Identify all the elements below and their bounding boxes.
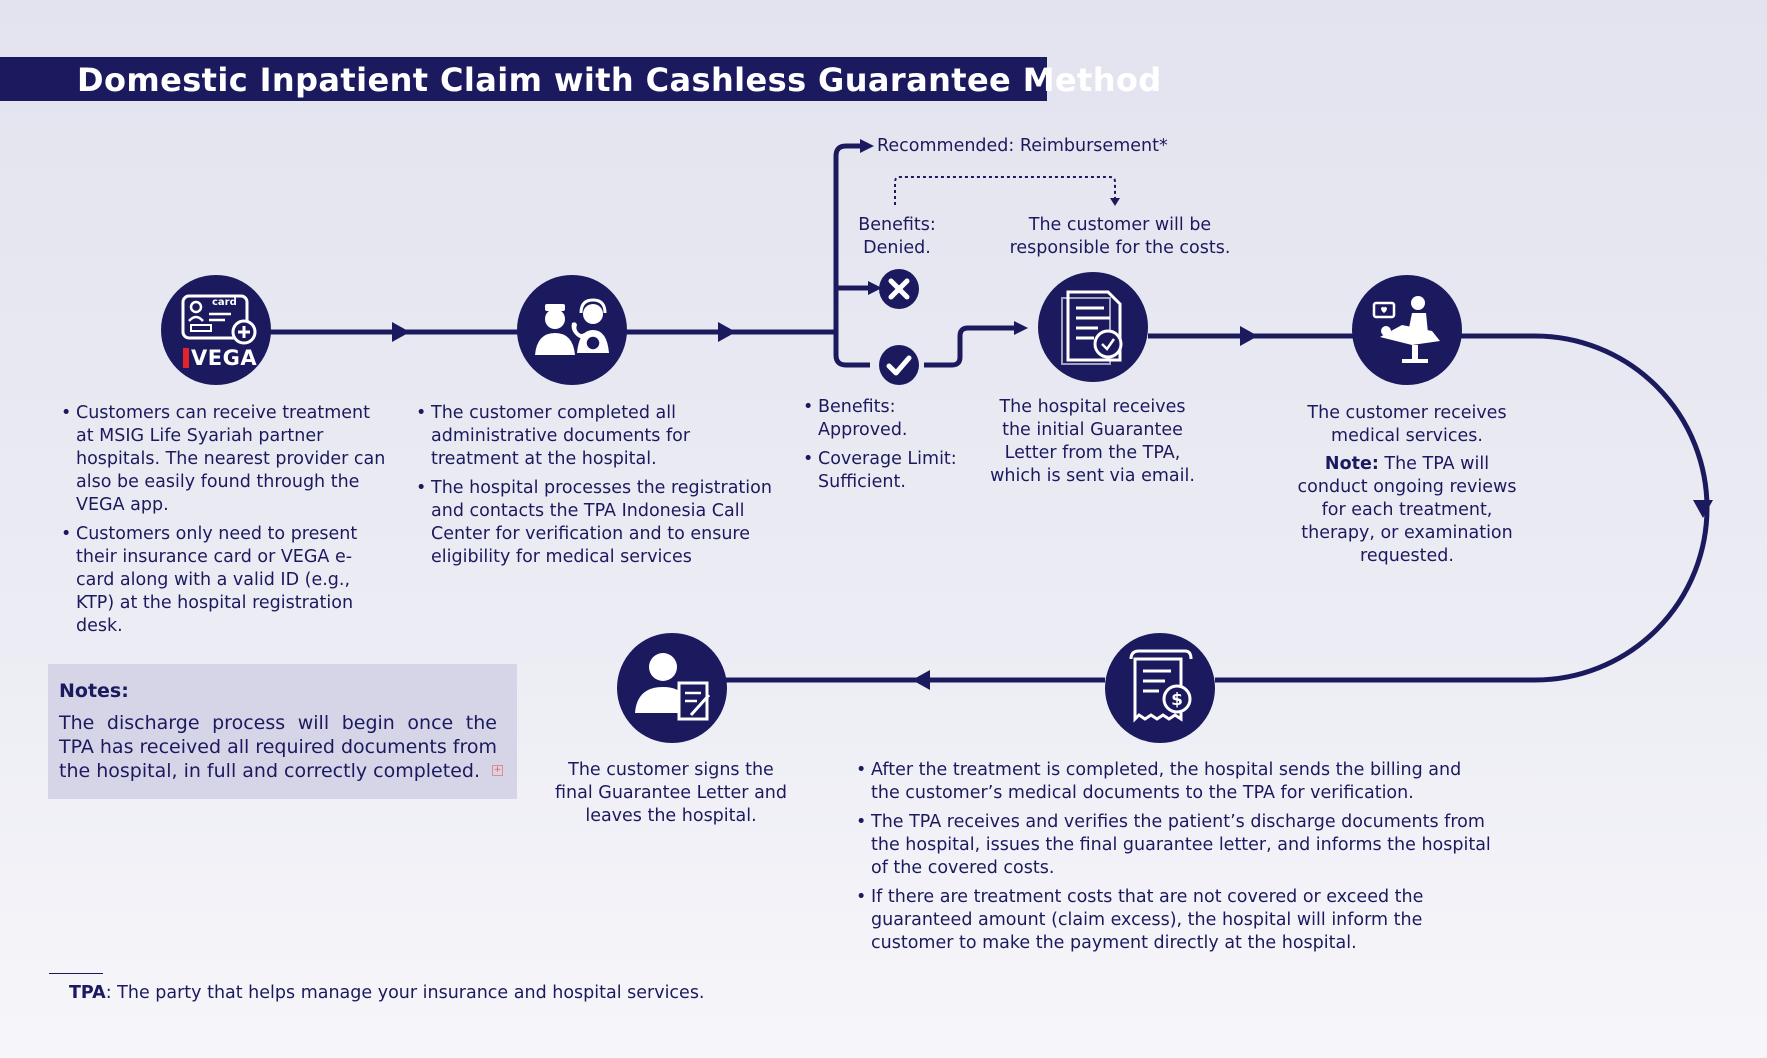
svg-text:$: $ xyxy=(1171,690,1183,710)
step3-circle xyxy=(1038,272,1148,382)
arrowhead-5 xyxy=(912,670,930,690)
page-title: Domestic Inpatient Claim with Cashless G… xyxy=(77,61,1162,99)
arrowhead-3 xyxy=(1240,326,1258,346)
vega-logo: VEGA xyxy=(183,348,257,369)
footer-note: TPA: The party that helps manage your in… xyxy=(69,983,705,1003)
branch-trunk xyxy=(833,143,862,353)
expand-icon[interactable]: + xyxy=(492,765,503,776)
arrowhead-approved xyxy=(1014,321,1028,335)
arrowhead-recommended xyxy=(860,139,874,153)
arrowhead-denied xyxy=(868,281,882,295)
footer-term: TPA xyxy=(69,983,106,1003)
step1-bullet: Customers can receive treatment at MSIG … xyxy=(61,402,390,517)
arrowhead-1 xyxy=(392,322,410,342)
step6-circle xyxy=(617,633,727,743)
step4-text: The customer receives medical services. … xyxy=(1292,402,1522,568)
billing-receipt-icon: $ xyxy=(1129,649,1193,723)
card-label: card xyxy=(212,297,237,308)
footer-divider xyxy=(49,973,103,974)
notes-title: Notes: xyxy=(59,680,129,702)
step5-bullet: The TPA receives and verifies the patien… xyxy=(856,811,1495,880)
customer-signing-document-icon xyxy=(635,653,711,721)
guarantee-letter-document-icon xyxy=(1061,290,1123,365)
x-circle-icon xyxy=(879,269,919,309)
step4-note-text: The TPA will conduct ongoing reviews for… xyxy=(1297,454,1517,566)
branch-bottom xyxy=(833,332,870,368)
recommended-label: Recommended: Reimbursement* xyxy=(877,136,1168,156)
step2-bullet: The customer completed all administrativ… xyxy=(416,402,775,471)
step1-circle: card VEGA xyxy=(161,275,271,385)
step2-circle xyxy=(517,275,627,385)
notes-body: The discharge process will begin once th… xyxy=(59,712,497,782)
connector-approved-3 xyxy=(924,325,1018,368)
responsible-label: The customer will be responsible for the… xyxy=(1009,215,1231,258)
step4-circle xyxy=(1352,275,1462,385)
check-circle-icon xyxy=(879,345,919,385)
step3-text: The hospital receives the initial Guaran… xyxy=(990,397,1195,486)
step2-text: The customer completed all administrativ… xyxy=(415,402,775,575)
arrowhead-curve xyxy=(1693,500,1713,518)
step5-bullet: If there are treatment costs that are no… xyxy=(856,886,1495,955)
notes-box: Notes: The discharge process will begin … xyxy=(48,664,517,799)
step4-note: Note: The TPA will conduct ongoing revie… xyxy=(1292,453,1522,568)
step5-bullet: After the treatment is completed, the ho… xyxy=(856,759,1495,805)
arrowhead-2 xyxy=(718,322,736,342)
dotted-arrowhead xyxy=(1110,198,1120,206)
approved-text: Benefits: Approved. Coverage Limit: Suff… xyxy=(802,396,972,500)
approved-bullet: Benefits: Approved. xyxy=(803,396,972,442)
step6-text: The customer signs the final Guarantee L… xyxy=(555,760,787,826)
step1-bullet: Customers only need to present their ins… xyxy=(61,523,390,638)
step5-circle: $ xyxy=(1105,633,1215,743)
step5-text: After the treatment is completed, the ho… xyxy=(855,759,1495,961)
denied-label: Benefits: Denied. xyxy=(858,215,936,258)
step4-main-text: The customer receives medical services. xyxy=(1307,403,1507,446)
title-bar: Domestic Inpatient Claim with Cashless G… xyxy=(0,57,1161,101)
medical-treatment-icon xyxy=(1372,296,1440,363)
approved-bullet: Coverage Limit: Sufficient. xyxy=(803,448,972,494)
hospital-staff-call-center-icon xyxy=(535,298,609,355)
step4-note-label: Note: xyxy=(1324,454,1379,474)
step1-text: Customers can receive treatment at MSIG … xyxy=(60,402,390,644)
insurance-card-icon xyxy=(181,294,257,345)
footer-definition: : The party that helps manage your insur… xyxy=(105,983,705,1003)
step2-bullet: The hospital processes the registration … xyxy=(416,477,775,569)
dotted-connector xyxy=(894,176,1116,205)
